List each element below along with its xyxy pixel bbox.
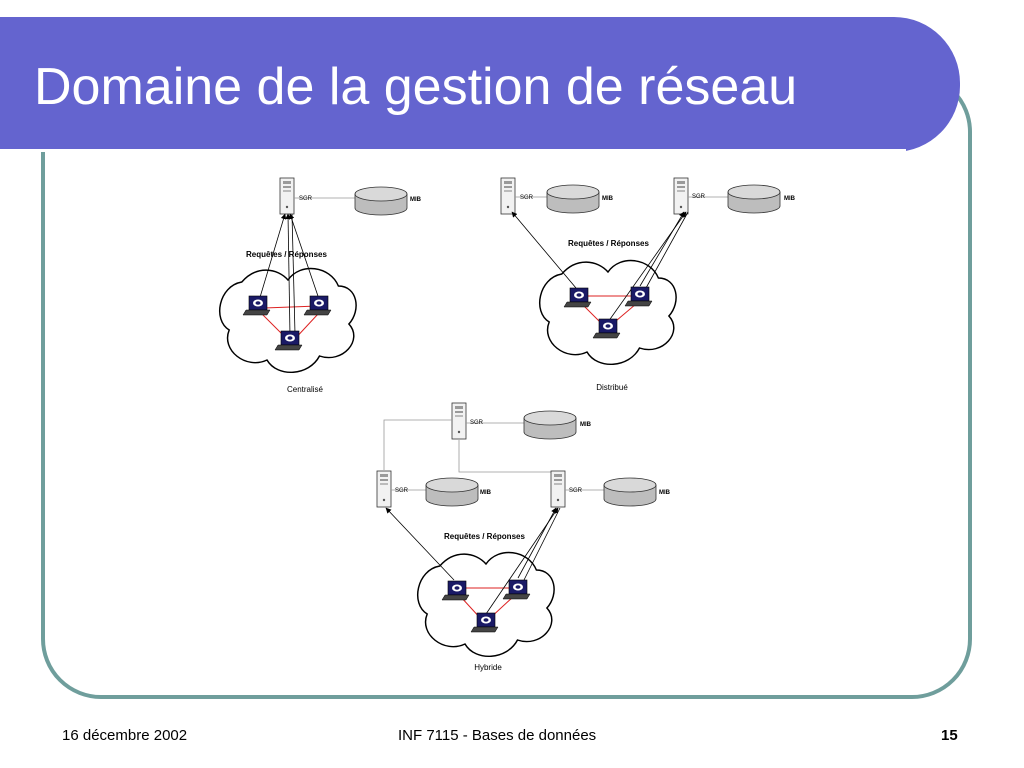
title-bar: Domaine de la gestion de réseau xyxy=(0,17,960,152)
requests-label: Requêtes / Réponses xyxy=(444,532,525,541)
mib-database-icon xyxy=(546,184,600,214)
mib-label: MIB xyxy=(602,196,614,202)
centralized-architecture: SGR MIB Requêtes / Réponses Centralisé xyxy=(218,177,422,394)
mib-database-icon xyxy=(354,186,408,216)
mib-database-icon xyxy=(523,410,577,440)
slide-number: 15 xyxy=(941,727,958,744)
footer-date: 16 décembre 2002 xyxy=(62,727,188,744)
centralized-caption: Centralisé xyxy=(287,385,324,394)
mib-label: MIB xyxy=(580,422,592,428)
footer-course-title: INF 7115 - Bases de données xyxy=(398,727,597,744)
distributed-architecture: SGR MIB SGR MIB Requêtes / Réponses Dist… xyxy=(500,177,796,392)
network-cloud xyxy=(538,259,677,366)
hybrid-architecture: SGR MIB SGR MIB SGR MIB Requêtes / Répon… xyxy=(376,402,671,672)
requests-label: Requêtes / Réponses xyxy=(246,250,327,259)
mib-database-icon xyxy=(425,477,479,507)
server-icon xyxy=(376,470,392,508)
hybrid-caption: Hybride xyxy=(474,663,502,672)
network-cloud xyxy=(416,551,555,658)
network-cloud xyxy=(218,267,357,374)
server-icon xyxy=(279,177,295,215)
mib-label: MIB xyxy=(480,490,492,496)
slide-title: Domaine de la gestion de réseau xyxy=(34,58,798,116)
server-icon xyxy=(673,177,689,215)
sgr-label: SGR xyxy=(299,196,313,202)
mib-label: MIB xyxy=(784,196,796,202)
mib-label: MIB xyxy=(410,197,422,203)
server-icon xyxy=(451,402,467,440)
mib-database-icon xyxy=(603,477,657,507)
server-icon xyxy=(500,177,516,215)
distributed-caption: Distribué xyxy=(596,383,628,392)
requests-label: Requêtes / Réponses xyxy=(568,239,649,248)
sgr-label: SGR xyxy=(395,488,409,494)
server-icon xyxy=(550,470,566,508)
mib-label: MIB xyxy=(659,490,671,496)
title-underline xyxy=(0,149,906,152)
sgr-label: SGR xyxy=(520,195,534,201)
sgr-label: SGR xyxy=(470,420,484,426)
sgr-label: SGR xyxy=(569,488,583,494)
sgr-label: SGR xyxy=(692,194,706,200)
mib-database-icon xyxy=(727,184,781,214)
